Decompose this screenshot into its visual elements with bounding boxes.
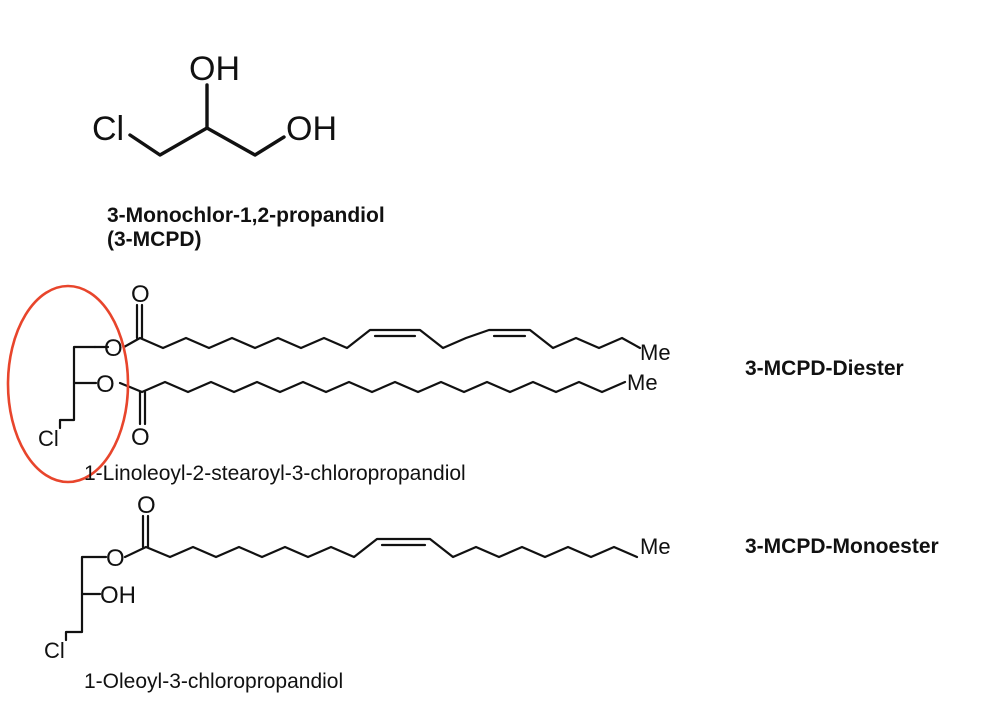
mcpd-cl-label: Cl <box>92 110 124 148</box>
monoester-class-label: 3-MCPD-Monoester <box>745 535 939 558</box>
diester-o-carbonyl-bottom-label: O <box>131 424 150 451</box>
monoester-structure: O OH Cl O Me <box>44 492 671 663</box>
diester-compound-name: 1-Linoleoyl-2-stearoyl-3-chloropropandio… <box>84 462 466 485</box>
diester-me-1-label: Me <box>640 340 671 365</box>
diester-o-ester-1-label: O <box>104 335 123 362</box>
diester-o-ester-2-label: O <box>96 371 115 398</box>
diester-me-2-label: Me <box>627 370 658 395</box>
diester-structure: O O Cl O Me O Me <box>6 281 671 484</box>
diester-o-carbonyl-top-label: O <box>131 281 150 308</box>
mcpd-name-line1: 3-Monochlor-1,2-propandiol <box>107 204 385 227</box>
diester-glycerol-bond <box>58 345 97 430</box>
monoester-cl-label: Cl <box>44 638 65 663</box>
mcpd-structure: OH OH Cl <box>92 50 337 157</box>
diester-class-label: 3-MCPD-Diester <box>745 357 904 380</box>
monoester-glycerol-bond <box>64 555 108 642</box>
monoester-me-label: Me <box>640 534 671 559</box>
monoester-o-carbonyl-label: O <box>137 492 156 519</box>
mcpd-backbone-bond <box>128 126 286 157</box>
mcpd-name-line2: (3-MCPD) <box>107 228 202 251</box>
mcpd-oh-top-label: OH <box>189 50 240 88</box>
diester-stearoyl-chain <box>118 380 627 394</box>
monoester-o-ester-label: O <box>106 545 125 572</box>
monoester-oh-label: OH <box>100 582 136 609</box>
diester-linoleoyl-chain <box>122 328 642 350</box>
monoester-oleoyl-chain <box>123 537 639 559</box>
diester-highlight-ellipse <box>6 284 130 484</box>
monoester-compound-name: 1-Oleoyl-3-chloropropandiol <box>84 670 343 693</box>
mcpd-oh-right-label: OH <box>286 110 337 148</box>
diester-cl-label: Cl <box>38 426 59 451</box>
